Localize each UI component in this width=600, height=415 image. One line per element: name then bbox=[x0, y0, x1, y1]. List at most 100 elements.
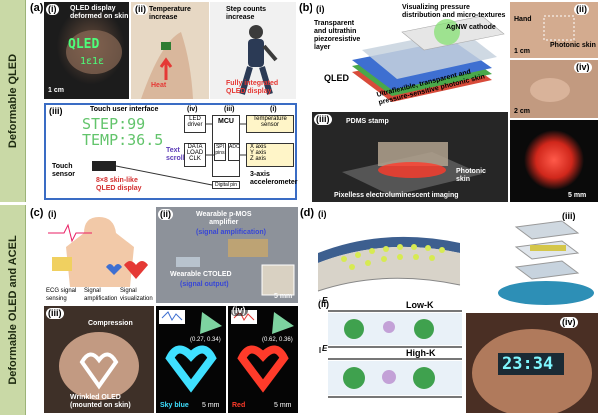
a-temp-text: TEMP:36.5 bbox=[82, 131, 164, 149]
sub-b-i: (i) bbox=[314, 4, 327, 15]
a-axes-box: X axis Y axis Z axis bbox=[246, 143, 294, 167]
sub-b-iii: (iii) bbox=[314, 114, 332, 125]
side-label-qled: Deformable QLED bbox=[6, 53, 19, 149]
c-wrinkled-graphic bbox=[44, 306, 154, 413]
a-step-increase: Step counts increase bbox=[226, 6, 267, 21]
a-roman-iii: (iii) bbox=[224, 106, 235, 113]
sub-d-i: (i) bbox=[316, 209, 329, 220]
a-diagram-connectors bbox=[115, 123, 246, 186]
label-d: (d) bbox=[300, 207, 315, 219]
finger-photo-graphic: QLED 1ε1ε bbox=[44, 2, 129, 99]
b-pdms: PDMS stamp bbox=[346, 118, 389, 125]
sub-c-i: (i) bbox=[46, 209, 59, 220]
panel-a-iii-diagram: (iii) Touch user interface STEP:99 TEMP:… bbox=[44, 103, 297, 200]
a-roman-iv: (iv) bbox=[187, 106, 198, 113]
a-touch-sensor: Touch sensor bbox=[52, 163, 75, 178]
c-sky-blue: Sky blue bbox=[160, 402, 189, 409]
panel-b-i-diagram: (i) Transparent and ultrathin piezoresis… bbox=[312, 2, 508, 110]
b-scale-2cm: 2 cm bbox=[514, 108, 530, 115]
panel-c-ii-photo: (ii) Wearable p-MOS amplifier (signal am… bbox=[156, 207, 298, 303]
d-exploded-graphic bbox=[498, 220, 594, 305]
panel-b-ii-photo: (ii) Hand Photonic skin 1 cm bbox=[510, 2, 598, 58]
b-visualizing: Visualizing pressure distribution and mi… bbox=[402, 4, 506, 19]
c-blue-heart-graphic bbox=[159, 310, 222, 393]
side-label-oled: Deformable OLED and ACEL bbox=[6, 235, 19, 385]
d-low-k: Low-K bbox=[406, 300, 434, 310]
a-i-title: QLED display deformed on skin bbox=[70, 5, 129, 20]
c-red-heart-graphic bbox=[231, 310, 294, 393]
c-red: Red bbox=[232, 402, 246, 409]
c-scale-5mm: 5 mm bbox=[274, 293, 293, 300]
panel-a-i-photo: QLED 1ε1ε (i) QLED display deformed on s… bbox=[44, 2, 129, 99]
side-band-qled: Deformable QLED bbox=[0, 0, 26, 202]
b-transparent: Transparent and ultrathin piezoresistive… bbox=[314, 20, 361, 51]
a-fully-integrated: Fully integrated QLED display bbox=[226, 80, 279, 95]
c-signal-visual: Signal visualization bbox=[120, 288, 153, 302]
b-agnw: AgNW cathode bbox=[446, 24, 496, 31]
c-body-graphic bbox=[48, 217, 148, 287]
a-spi-pins-box: SPI pins bbox=[214, 143, 226, 161]
panel-c-i-diagram: (i) ECG signal sensing Signal amplificat… bbox=[44, 207, 154, 303]
a-accel: 3-axis accelerometer bbox=[250, 171, 298, 186]
c-ctoled: Wearable CTOLED bbox=[170, 271, 232, 278]
svg-text:1ε1ε: 1ε1ε bbox=[80, 56, 104, 67]
c-signal-amplification: Signal amplification bbox=[84, 288, 118, 302]
label-b: (b) bbox=[299, 2, 314, 14]
side-band-oled: Deformable OLED and ACEL bbox=[0, 205, 26, 415]
a-step-text: STEP:99 bbox=[82, 115, 146, 133]
b-red-glow-graphic bbox=[524, 130, 584, 190]
a-touch-sensor-chip bbox=[92, 161, 116, 171]
sub-d-iv: (iv) bbox=[560, 317, 578, 328]
a-adc-box: ADC bbox=[228, 143, 240, 161]
c-signal-amp: (signal amplification) bbox=[196, 229, 267, 236]
a-text-scrolling: Text scrolling bbox=[166, 147, 196, 162]
b-hand: Hand bbox=[514, 16, 532, 23]
c-coord-red: (0.62, 0.36) bbox=[262, 337, 293, 343]
panel-d-iii-diagram: (iii) bbox=[466, 207, 598, 311]
panel-d-i-diagram: (i) bbox=[314, 207, 464, 295]
c-scale-red: 5 mm bbox=[274, 402, 292, 409]
a-led-driver-box: LED driver bbox=[184, 115, 206, 133]
label-a: (a) bbox=[30, 2, 44, 14]
walking-person-graphic bbox=[239, 25, 278, 95]
d-field-graphic bbox=[319, 299, 462, 398]
b-photonic: Photonic skin bbox=[456, 168, 486, 183]
a-temp-sensor-box: Temperature sensor bbox=[246, 115, 294, 133]
d-wrist-graphic bbox=[466, 313, 598, 413]
d-clock: 23:34 bbox=[502, 354, 554, 374]
sub-d-iii: (iii) bbox=[560, 211, 578, 222]
panel-b-iv-photo: (iv) 2 cm bbox=[510, 60, 598, 118]
b-pdms-graphic bbox=[312, 112, 508, 202]
panel-c-iii-photo: (iii) Compression Wrinkled OLED (mounted… bbox=[44, 306, 154, 413]
a-heat: Heat bbox=[151, 82, 167, 89]
b-photonic-skin: Photonic skin bbox=[550, 42, 596, 49]
svg-text:QLED: QLED bbox=[68, 37, 99, 52]
panel-a-ii-photo-left: (ii) Temperature increase Heat bbox=[131, 2, 209, 99]
a-i-scale: 1 cm bbox=[48, 87, 64, 94]
sub-c-iii: (iii) bbox=[46, 308, 64, 319]
sub-a-iii: (iii) bbox=[47, 106, 65, 117]
panel-c-iv-blue: (0.27, 0.34) Sky blue 5 mm bbox=[156, 306, 226, 413]
a-data-load-clk-box: DATA LOAD CLK bbox=[184, 143, 206, 167]
d-e1: E bbox=[322, 297, 328, 305]
a-touch-ui: Touch user interface bbox=[90, 106, 159, 113]
sub-d-ii: (ii) bbox=[316, 299, 331, 310]
panel-b-red-glow: 5 mm bbox=[510, 120, 598, 202]
b-qled: QLED bbox=[324, 73, 350, 83]
label-c: (c) bbox=[30, 207, 44, 219]
c-ecg: ECG signal sensing bbox=[46, 288, 77, 302]
panel-c-iv-red: (iv) (0.62, 0.36) Red 5 mm bbox=[228, 306, 298, 413]
sub-b-iv: (iv) bbox=[574, 62, 592, 73]
sub-a-i: (i) bbox=[46, 4, 59, 15]
c-coord-blue: (0.27, 0.34) bbox=[190, 337, 221, 343]
b-stack-graphic bbox=[352, 15, 505, 102]
panel-d-iv-photo: (iv) 23:34 bbox=[466, 313, 598, 413]
sub-b-ii: (ii) bbox=[574, 4, 589, 15]
d-high-k: High-K bbox=[406, 348, 436, 358]
a-temp-increase: Temperature increase bbox=[149, 6, 191, 21]
a-skin-display: 8×8 skin-like QLED display bbox=[96, 177, 142, 192]
a-roman-i: (i) bbox=[270, 106, 277, 113]
b-scale-1cm: 1 cm bbox=[514, 48, 530, 55]
sub-a-ii: (ii) bbox=[133, 4, 148, 15]
d-layer-graphic bbox=[317, 236, 461, 292]
